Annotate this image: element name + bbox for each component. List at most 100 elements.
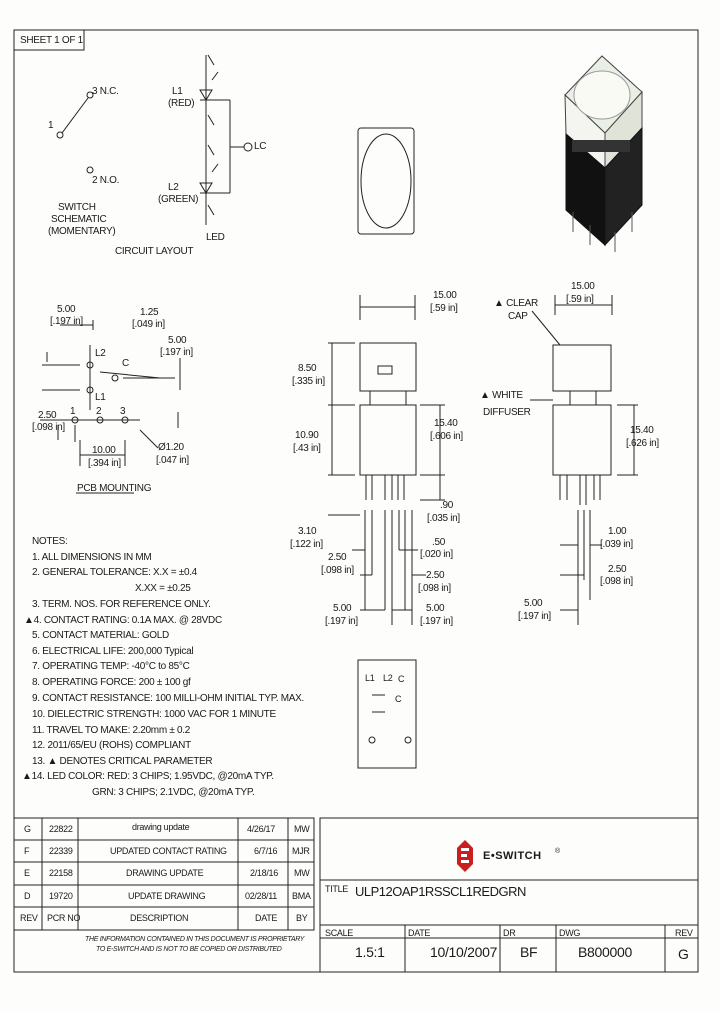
date-value: 10/10/2007: [430, 944, 498, 960]
note-item: 6. ELECTRICAL LIFE: 200,000 Typical: [32, 646, 194, 657]
note-item: X.XX = ±0.25: [135, 583, 191, 594]
front-w-b: [.59 in]: [430, 303, 458, 314]
bottom-l2: L2: [383, 673, 393, 683]
sw-pin3: [86, 91, 94, 99]
disclaimer-line-1: THE INFORMATION CONTAINED IN THIS DOCUME…: [85, 936, 305, 943]
disclaimer-line-2: TO E-SWITCH AND IS NOT TO BE COPIED OR D…: [96, 946, 282, 953]
front-pin250b-b: [.098 in]: [418, 583, 451, 594]
note-item: 9. CONTACT RESISTANCE: 100 MILLI-OHM INI…: [32, 693, 305, 704]
rev-cell: D: [24, 891, 31, 901]
component-3d: [564, 55, 643, 252]
side-w-a: 15.00: [571, 281, 595, 292]
front-body-h-a: 10.90: [295, 430, 319, 441]
side-clear-cap-a: ▲ CLEAR: [494, 298, 538, 309]
side-total-h-b: [.626 in]: [626, 438, 659, 449]
pcb-pin1: 1: [70, 406, 76, 417]
side-total-h-a: 15.40: [630, 425, 654, 436]
pcb-dim-120-a: Ø1.20: [158, 442, 184, 453]
sw-pin1: [56, 131, 64, 139]
front-pin250a-b: [.098 in]: [321, 565, 354, 576]
desc-cell: DRAWING UPDATE: [126, 868, 204, 878]
rev-cell: G: [24, 824, 31, 834]
desc-cell: UPDATED CONTACT RATING: [110, 846, 227, 856]
front-pin50-a: .50: [432, 537, 446, 548]
bottom-c2: C: [398, 674, 405, 684]
circuit-l2: L2: [168, 182, 179, 193]
rev-cell: F: [24, 846, 30, 856]
date-cell: 2/18/16: [250, 868, 278, 878]
note-item: 11. TRAVEL TO MAKE: 2.20mm ± 0.2: [32, 725, 190, 736]
front-pin500b-b: [.197 in]: [420, 616, 453, 627]
pcb-pin3: 3: [120, 406, 126, 417]
sw-pin2: [86, 166, 94, 174]
desc-cell: UPDATE DRAWING: [128, 891, 206, 901]
date-label: DATE: [408, 928, 431, 938]
side-pin500-b: [.197 in]: [518, 611, 551, 622]
pcr-cell: 22339: [49, 846, 73, 856]
note-item: ▲4. CONTACT RATING: 0.1A MAX. @ 28VDC: [24, 615, 222, 626]
front-pin3-b: [.122 in]: [290, 539, 323, 550]
rev-label: REV: [675, 928, 693, 938]
sw-pin2-label: 2 N.O.: [92, 175, 120, 186]
note-item: 2. GENERAL TOLERANCE: X.X = ±0.4: [32, 567, 197, 578]
side-pin100-b: [.039 in]: [600, 539, 633, 550]
pcb-dim-500b-a: 5.00: [168, 335, 187, 346]
pcb-dim-500-b: [.197 in]: [50, 316, 83, 327]
side-diffuser-a: ▲ WHITE: [480, 390, 523, 401]
front-view: [328, 295, 445, 625]
bottom-l1: L1: [365, 673, 375, 683]
side-clear-cap-b: CAP: [508, 311, 528, 322]
by-cell: BMA: [292, 891, 311, 901]
dwg-value: B800000: [578, 944, 632, 960]
by-cell: MW: [294, 868, 310, 878]
front-pin500b-a: 5.00: [426, 603, 445, 614]
sw-caption-2: SCHEMATIC: [51, 214, 107, 225]
side-view: [530, 295, 638, 625]
revision-table-lines: [13, 817, 315, 931]
side-pin250-a: 2.50: [608, 564, 627, 575]
sw-caption-3: (MOMENTARY): [48, 226, 116, 237]
pcr-cell: 22822: [49, 824, 73, 834]
front-pin250b-a: 2.50: [426, 570, 445, 581]
desc-header: DESCRIPTION: [130, 913, 189, 923]
dwg-label: DWG: [559, 928, 581, 938]
bottom-view-outline: [357, 659, 417, 769]
date-cell: 02/28/11: [245, 891, 277, 901]
pcb-dim-500-a: 5.00: [57, 304, 76, 315]
scale-label: SCALE: [325, 928, 354, 938]
front-cap-h-b: [.335 in]: [292, 376, 325, 387]
rev-cell: E: [24, 868, 30, 878]
pcr-cell: 19720: [49, 891, 73, 901]
sw-pin3-label: 3 N.C.: [92, 86, 119, 97]
sw-caption-1: SWITCH: [58, 202, 96, 213]
front-pin500a-b: [.197 in]: [325, 616, 358, 627]
circuit-caption: CIRCUIT LAYOUT: [115, 246, 194, 257]
sheet-label-box: [13, 29, 85, 51]
by-header: BY: [296, 913, 308, 923]
front-total-h-b: [.606 in]: [430, 431, 463, 442]
desc-cell: drawing update: [132, 822, 190, 832]
circuit-led: LED: [206, 232, 225, 243]
drawing-title: ULP12OAP1RSSCL1REDGRN: [355, 884, 526, 899]
front-pin50-b: [.020 in]: [420, 549, 453, 560]
front-pin500a-a: 5.00: [333, 603, 352, 614]
pcr-header: PCR NO: [47, 913, 81, 923]
side-pin100-a: 1.00: [608, 526, 627, 537]
front-pin-len-a: .90: [440, 500, 454, 511]
eswitch-logo-icon: [457, 840, 473, 872]
circuit-lc: LC: [254, 141, 267, 152]
logo-reg: ®: [555, 848, 560, 855]
side-w-b: [.59 in]: [566, 294, 594, 305]
pcb-mounting: [40, 320, 181, 494]
by-cell: MJR: [292, 846, 310, 856]
note-item: 8. OPERATING FORCE: 200 ± 100 gf: [32, 677, 191, 688]
front-total-h-a: 15.40: [434, 418, 458, 429]
note-item: 13. ▲ DENOTES CRITICAL PARAMETER: [32, 756, 213, 767]
pcb-dim-500b-b: [.197 in]: [160, 347, 193, 358]
bottom-c1: C: [395, 694, 402, 704]
title-label: TITLE: [325, 884, 349, 894]
top-view-outline: [357, 127, 415, 235]
note-item: 7. OPERATING TEMP: -40°C to 85°C: [32, 661, 190, 672]
dr-label: DR: [503, 928, 516, 938]
